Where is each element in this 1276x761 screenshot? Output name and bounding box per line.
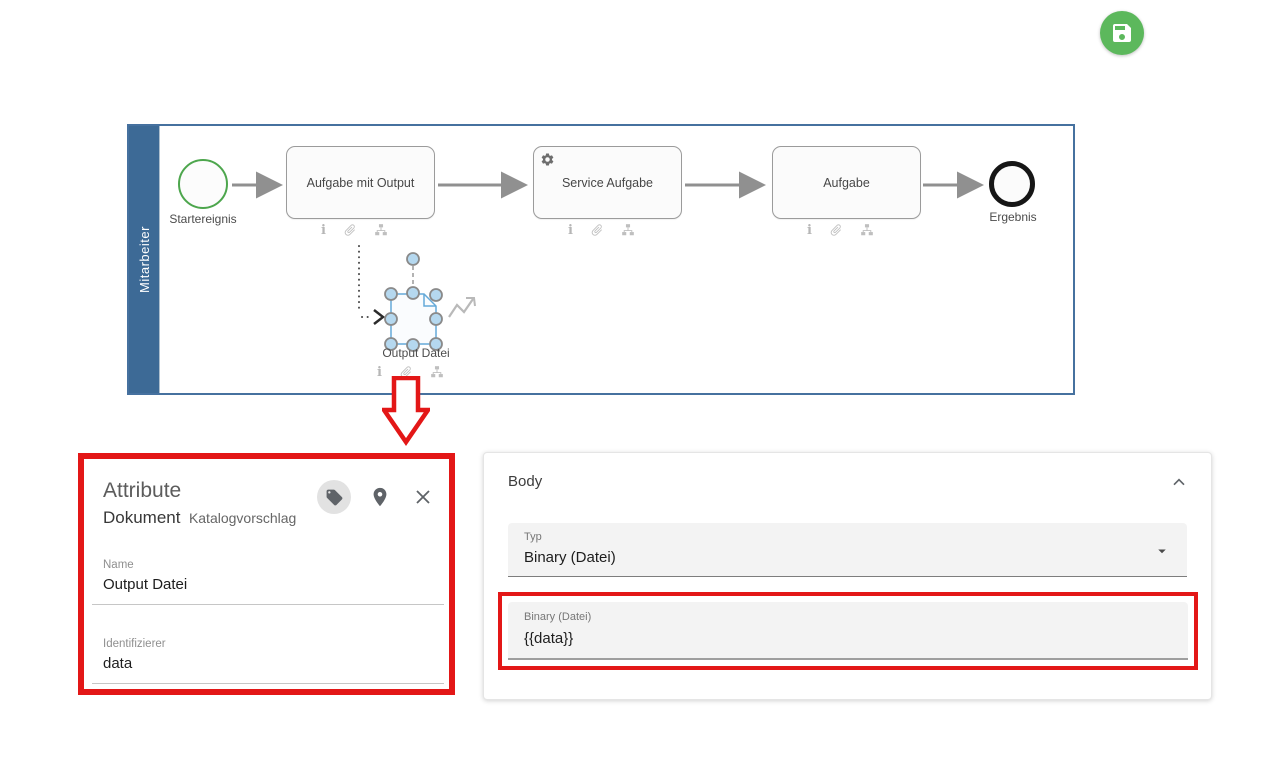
close-button[interactable]: [412, 486, 434, 513]
element-subtype: Katalogvorschlag: [188, 510, 297, 526]
body-panel-title: Body: [508, 473, 543, 490]
typ-select-label: Typ: [524, 531, 542, 543]
gear-icon: [541, 153, 554, 166]
annotation-arrow-icon: [382, 376, 430, 446]
info-icon: i: [377, 364, 382, 380]
binary-input-label: Binary (Datei): [524, 611, 592, 623]
end-event[interactable]: [989, 161, 1035, 207]
lane-label: Mitarbeiter: [136, 226, 152, 293]
task-marker-row: i: [321, 223, 401, 237]
task-label: Aufgabe mit Output: [306, 175, 415, 190]
end-event-label: Ergebnis: [989, 210, 1037, 224]
attachment-icon: [344, 224, 355, 236]
task-label: Aufgabe: [823, 175, 870, 190]
start-event[interactable]: [178, 159, 228, 209]
typ-select-value: Binary (Datei): [524, 549, 616, 566]
save-button[interactable]: [1100, 11, 1144, 55]
typ-select[interactable]: Typ Binary (Datei): [508, 523, 1187, 577]
info-icon: i: [807, 222, 812, 238]
input-underline: [92, 683, 444, 684]
info-icon: i: [568, 222, 573, 238]
task-marker-row: i: [568, 223, 648, 237]
selection-handles[interactable]: [384, 252, 443, 352]
attachment-icon: [830, 224, 841, 236]
collapse-button[interactable]: [1169, 473, 1189, 498]
connect-hint-arrowhead: [466, 297, 476, 307]
save-icon: [1113, 24, 1131, 42]
sitemap-icon: [622, 224, 634, 236]
task-service-aufgabe[interactable]: Service Aufgabe: [533, 146, 682, 219]
data-object-shape[interactable]: [390, 293, 437, 345]
identifier-input[interactable]: data: [103, 655, 133, 672]
task-aufgabe-mit-output[interactable]: Aufgabe mit Output: [286, 146, 435, 219]
task-aufgabe[interactable]: Aufgabe: [772, 146, 921, 219]
task-marker-row: i: [807, 223, 887, 237]
name-field-label: Name: [103, 559, 134, 571]
attribute-panel: Attribute Dokument Katalogvorschlag Name…: [78, 453, 455, 695]
annotation-highlight-box: Binary (Datei) {{data}}: [498, 592, 1198, 670]
attachment-icon: [591, 224, 602, 236]
lane-header[interactable]: Mitarbeiter: [129, 126, 159, 393]
lane-content: Startereignis Aufgabe mit Output Service…: [159, 126, 1073, 393]
identifier-field-label: Identifizierer: [103, 638, 166, 650]
data-object-label: Output Datei: [382, 346, 450, 360]
dropdown-arrow-icon: [1158, 549, 1166, 554]
attribute-panel-title: Attribute: [103, 479, 182, 502]
binary-input[interactable]: Binary (Datei) {{data}}: [508, 602, 1188, 660]
location-pin-icon: [373, 487, 387, 507]
chevron-up-icon: [1173, 478, 1185, 486]
tag-button[interactable]: [317, 480, 351, 514]
data-object-fold: [423, 294, 436, 307]
sitemap-icon: [861, 224, 873, 236]
bpmn-pool: Mitarbeiter: [127, 124, 1075, 395]
tag-icon: [326, 489, 342, 505]
element-type-row: Dokument Katalogvorschlag: [103, 508, 296, 528]
connect-hint-icon[interactable]: [448, 298, 474, 318]
info-icon: i: [321, 222, 326, 238]
start-event-label: Startereignis: [169, 212, 237, 226]
name-input[interactable]: Output Datei: [103, 576, 188, 593]
location-button[interactable]: [369, 486, 391, 513]
element-type: Dokument: [103, 508, 181, 527]
input-underline: [92, 604, 444, 605]
task-label: Service Aufgabe: [561, 175, 654, 190]
binary-input-value: {{data}}: [524, 630, 574, 647]
sitemap-icon: [375, 224, 387, 236]
sitemap-icon: [431, 366, 443, 378]
association-arrowhead: [373, 309, 386, 325]
close-icon: [416, 490, 430, 504]
body-panel: Body Typ Binary (Datei) Binary (Datei) {…: [483, 452, 1212, 700]
